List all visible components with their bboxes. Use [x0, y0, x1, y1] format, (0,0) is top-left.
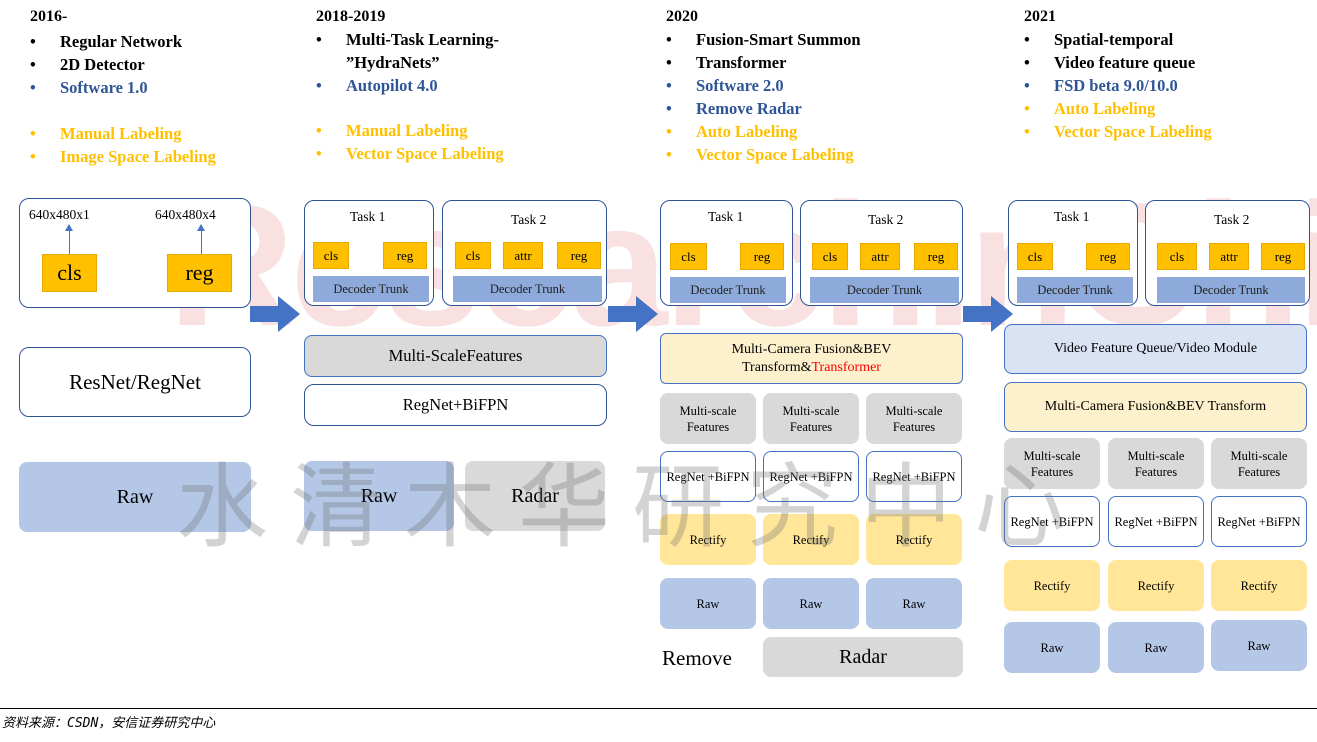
regnet-bifpn: RegNet +BiFPN: [1211, 496, 1307, 547]
reg-output: reg: [914, 243, 958, 270]
cls-output: cls: [670, 243, 707, 270]
raw-input: Raw: [1211, 620, 1307, 671]
right-arrow-icon: [963, 296, 1013, 332]
reg-output: reg: [1261, 243, 1305, 270]
backbone-box: ResNet/RegNet: [19, 347, 251, 417]
radar-input: Radar: [763, 637, 963, 677]
raw-input: Raw: [660, 578, 756, 629]
fusion-bev-transformer: Multi-Camera Fusion&BEV Transform&Transf…: [660, 333, 963, 384]
dim-label: 640x480x4: [155, 207, 216, 222]
raw-input: Raw: [1108, 622, 1204, 673]
cls-output: cls: [42, 254, 97, 292]
year-2021: 2021: [1024, 8, 1056, 25]
year-2018-2019: 2018-2019: [316, 8, 386, 25]
regnet-bifpn: RegNet +BiFPN: [1108, 496, 1204, 547]
multi-scale-features: Multi-scale Features: [1004, 438, 1100, 489]
rectify-box: Rectify: [763, 514, 859, 565]
reg-output: reg: [740, 243, 784, 270]
regnet-bifpn: RegNet +BiFPN: [866, 451, 962, 502]
rectify-box: Rectify: [660, 514, 756, 565]
task-title: Task 1: [350, 209, 386, 224]
raw-input: Raw: [866, 578, 962, 629]
fusion-bev-transform: Multi-Camera Fusion&BEV Transform: [1004, 382, 1307, 432]
rectify-box: Rectify: [1211, 560, 1307, 611]
decoder-trunk: Decoder Trunk: [810, 277, 959, 303]
task-title: Task 2: [511, 212, 547, 227]
right-arrow-icon: [250, 296, 300, 332]
attr-output: attr: [860, 243, 900, 270]
raw-input: Raw: [19, 462, 251, 532]
reg-output: reg: [383, 242, 427, 269]
task-title: Task 1: [708, 209, 744, 224]
year-2020: 2020: [666, 8, 698, 25]
cls-output: cls: [812, 243, 848, 270]
cls-output: cls: [1157, 243, 1197, 270]
task-title: Task 1: [1054, 209, 1090, 224]
transformer-highlight: Transformer: [811, 359, 881, 375]
reg-output: reg: [557, 242, 601, 269]
cls-output: cls: [1017, 243, 1053, 270]
regnet-bifpn: RegNet +BiFPN: [1004, 496, 1100, 547]
multi-scale-features: Multi-ScaleFeatures: [304, 335, 607, 377]
reg-output: reg: [1086, 243, 1130, 270]
fusion-line: Multi-Camera Fusion&BEV: [731, 341, 892, 357]
raw-input: Raw: [1004, 622, 1100, 673]
multi-scale-features: Multi-scale Features: [763, 393, 859, 444]
attr-output: attr: [1209, 243, 1249, 270]
task-title: Task 2: [1214, 212, 1250, 227]
fusion-line: Transform&Transformer: [742, 359, 881, 375]
remove-label: Remove: [662, 646, 732, 670]
rectify-box: Rectify: [1108, 560, 1204, 611]
decoder-trunk: Decoder Trunk: [313, 276, 429, 302]
decoder-trunk: Decoder Trunk: [1157, 277, 1305, 303]
year-2016: 2016-: [30, 8, 68, 25]
footer-rule: [0, 708, 1317, 709]
multi-scale-features: Multi-scale Features: [1108, 438, 1204, 489]
backbone-box: RegNet+BiFPN: [304, 384, 607, 426]
up-arrow-icon: [65, 224, 73, 254]
decoder-trunk: Decoder Trunk: [1017, 277, 1133, 303]
rectify-box: Rectify: [1004, 560, 1100, 611]
bullet-continuation: ”HydraNets”: [346, 53, 440, 72]
multi-scale-features: Multi-scale Features: [866, 393, 962, 444]
multi-scale-features: Multi-scale Features: [660, 393, 756, 444]
raw-input: Raw: [763, 578, 859, 629]
video-feature-queue: Video Feature Queue/Video Module: [1004, 324, 1307, 374]
right-arrow-icon: [608, 296, 658, 332]
cls-output: cls: [455, 242, 491, 269]
multi-scale-features: Multi-scale Features: [1211, 438, 1307, 489]
up-arrow-icon: [197, 224, 205, 254]
watermark-cn: 水清木华研究中心: [176, 454, 1089, 561]
decoder-trunk: Decoder Trunk: [670, 277, 786, 303]
reg-output: reg: [167, 254, 232, 292]
decoder-trunk: Decoder Trunk: [453, 276, 602, 302]
rectify-box: Rectify: [866, 514, 962, 565]
attr-output: attr: [503, 242, 543, 269]
regnet-bifpn: RegNet +BiFPN: [660, 451, 756, 502]
radar-input: Radar: [465, 461, 605, 531]
raw-input: Raw: [304, 461, 454, 531]
regnet-bifpn: RegNet +BiFPN: [763, 451, 859, 502]
cls-output: cls: [313, 242, 349, 269]
source-note: 资料来源：CSDN，安信证券研究中心: [2, 716, 216, 731]
dim-label: 640x480x1: [29, 207, 90, 222]
task-title: Task 2: [868, 212, 904, 227]
